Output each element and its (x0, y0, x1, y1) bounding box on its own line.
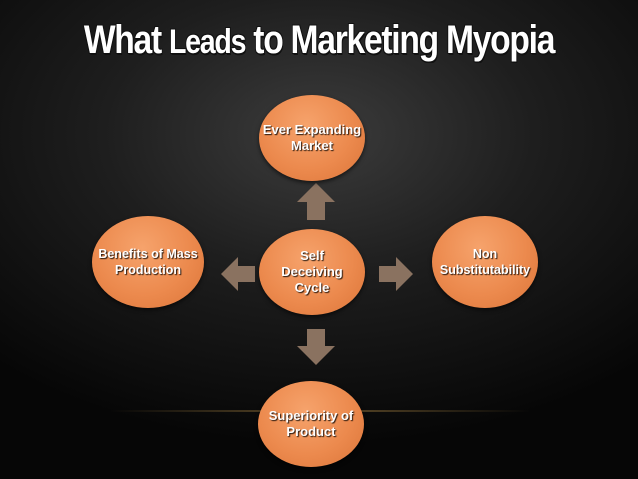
title-part-1: What (83, 18, 169, 62)
arrow-up-icon (297, 183, 335, 220)
arrow-down-icon (297, 329, 335, 365)
slide-title: What Leads to Marketing Myopia (51, 18, 587, 63)
title-part-3: to Marketing Myopia (245, 18, 555, 62)
node-label-right: Non Substitutability (439, 247, 531, 277)
title-part-2: Leads (168, 23, 246, 61)
arrow-right-icon (379, 257, 413, 291)
node-label-left: Benefits of Mass Production (98, 247, 198, 277)
node-non-substitutability: Non Substitutability (432, 216, 538, 308)
node-label-top: Ever Expanding Market (262, 122, 362, 153)
node-superiority-of-product: Superiority of Product (258, 381, 364, 467)
node-self-deceiving-cycle: Self Deceiving Cycle (259, 229, 365, 315)
node-benefits-of-mass-production: Benefits of Mass Production (92, 216, 204, 308)
node-label-bottom: Superiority of Product (268, 408, 354, 439)
node-ever-expanding-market: Ever Expanding Market (259, 95, 365, 181)
node-label-center: Self Deceiving Cycle (281, 248, 343, 295)
arrow-left-icon (221, 257, 255, 291)
